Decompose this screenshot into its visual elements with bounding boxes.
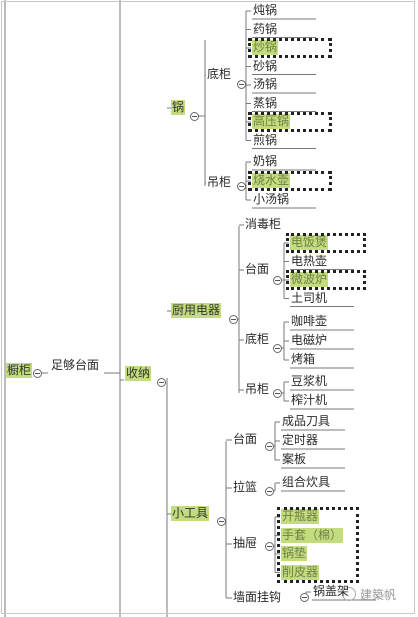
leaf-node[interactable]: 开瓶器	[281, 509, 320, 524]
leaf-node[interactable]: 电热壶	[291, 253, 328, 268]
highlight-box	[286, 270, 366, 290]
leaf-node[interactable]: 成品刀具	[282, 414, 331, 428]
collapse-toggle-icon[interactable]	[264, 441, 274, 451]
highlight-box	[248, 171, 332, 191]
leaf-node[interactable]: 煎锅	[253, 132, 278, 147]
leaf-node[interactable]: 砂锅	[253, 58, 278, 73]
leaf-node[interactable]: 药锅	[253, 21, 278, 36]
subgroup-node[interactable]: 抽屉	[233, 536, 258, 550]
subgroup-node[interactable]: 台面	[233, 432, 258, 446]
group-node[interactable]: 锅	[171, 100, 186, 115]
watermark-icon	[342, 587, 356, 601]
highlight-box	[248, 38, 332, 58]
leaf-node[interactable]: 手套（棉）	[281, 527, 344, 543]
subgroup-node[interactable]: 拉篮	[233, 480, 258, 494]
group-node[interactable]: 小工具	[171, 506, 210, 521]
leaf-node[interactable]: 咖啡壶	[291, 314, 328, 328]
root-edge-label[interactable]: 足够台面	[51, 358, 100, 372]
leaf-node[interactable]: 炒锅	[252, 40, 279, 55]
leaf-node[interactable]: 电饭煲	[290, 235, 329, 250]
collapse-toggle-icon[interactable]	[299, 592, 309, 602]
watermark-text: 建築帆	[360, 588, 397, 602]
highlight-box	[286, 233, 366, 253]
group-node[interactable]: 厨用电器	[171, 303, 222, 318]
leaf-node[interactable]: 消毒柜	[245, 217, 282, 231]
collapse-toggle-icon[interactable]	[272, 343, 282, 353]
subgroup-node[interactable]: 吊柜	[245, 382, 270, 396]
collapse-toggle-icon[interactable]	[272, 275, 282, 285]
leaf-node[interactable]: 定时器	[282, 433, 319, 447]
subgroup-node[interactable]: 底柜	[207, 67, 232, 81]
leaf-node[interactable]: 小汤锅	[253, 192, 290, 206]
leaf-node[interactable]: 烤箱	[291, 352, 316, 366]
collapse-toggle-icon[interactable]	[264, 541, 274, 551]
collapse-toggle-icon[interactable]	[32, 368, 42, 378]
leaf-node[interactable]: 电磁炉	[291, 333, 328, 347]
collapse-toggle-icon[interactable]	[228, 314, 238, 324]
watermark: 建築帆	[342, 586, 414, 604]
leaf-node[interactable]: 榨汁机	[291, 393, 328, 407]
collapse-toggle-icon[interactable]	[236, 79, 246, 89]
highlight-box	[248, 112, 332, 132]
leaf-node[interactable]: 削皮器	[281, 564, 320, 580]
collapse-toggle-icon[interactable]	[236, 181, 246, 191]
leaf-node[interactable]: 蒸锅	[253, 95, 278, 110]
collapse-toggle-icon[interactable]	[156, 377, 166, 387]
leaf-node[interactable]: 土司机	[291, 290, 328, 305]
leaf-node[interactable]: 汤锅	[253, 77, 278, 91]
collapse-toggle-icon[interactable]	[272, 388, 282, 398]
highlight-box	[277, 507, 359, 583]
leaf-node[interactable]: 组合炊具	[282, 475, 331, 489]
leaf-node[interactable]: 炖锅	[253, 3, 278, 17]
collapse-toggle-icon[interactable]	[216, 516, 226, 526]
subgroup-node[interactable]: 台面	[245, 262, 270, 276]
leaf-node[interactable]: 锅垫	[281, 546, 308, 561]
leaf-node[interactable]: 烧水壶	[252, 173, 291, 188]
leaf-node[interactable]: 案板	[282, 452, 307, 466]
leaf-node[interactable]: 锅盖架	[313, 584, 350, 598]
main-node[interactable]: 收纳	[125, 366, 152, 381]
leaf-node[interactable]: 豆浆机	[291, 374, 328, 388]
leaf-node[interactable]: 高压锅	[252, 114, 291, 129]
root-node[interactable]: 橱柜	[6, 363, 33, 378]
subgroup-node[interactable]: 吊柜	[207, 175, 232, 189]
leaf-node[interactable]: 奶锅	[253, 154, 278, 168]
collapse-toggle-icon[interactable]	[264, 486, 274, 496]
collapse-toggle-icon[interactable]	[189, 111, 199, 121]
subgroup-node[interactable]: 底柜	[245, 332, 270, 346]
leaf-node[interactable]: 微波炉	[290, 272, 329, 287]
subgroup-node[interactable]: 墙面挂钩	[233, 590, 282, 604]
